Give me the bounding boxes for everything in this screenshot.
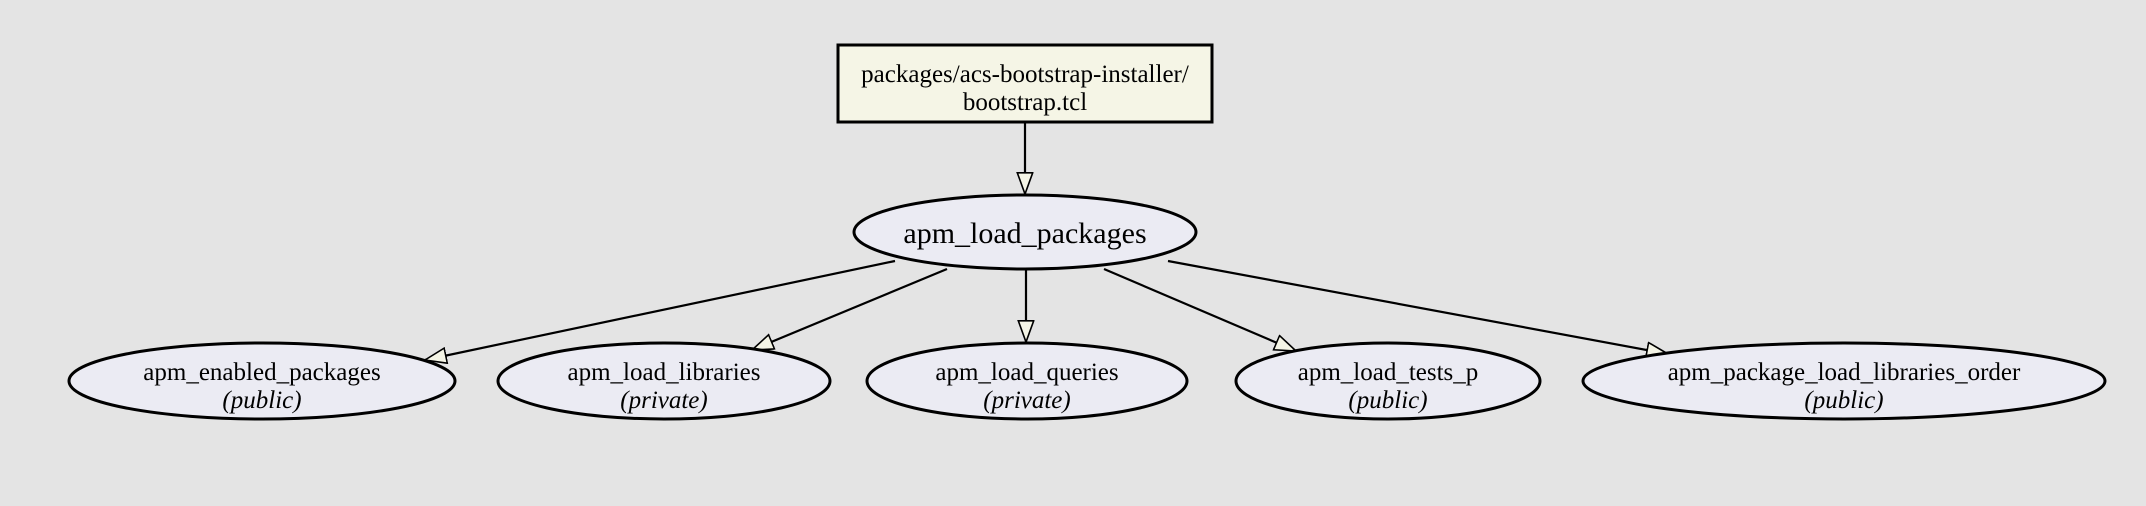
proc-ellipse[interactable] [496,341,832,421]
file-node-label-line2: bootstrap.tcl [963,89,1087,116]
proc-ellipse[interactable] [865,341,1189,421]
proc-ellipse[interactable] [67,341,457,421]
node-apm-load-libraries[interactable]: apm_load_libraries (private) [496,341,832,421]
proc-ellipse[interactable] [1234,341,1542,421]
proc-visibility: (private) [620,387,707,414]
proc-name: apm_load_tests_p [1298,359,1479,386]
edges [425,122,1668,360]
edge-to-apm-load-tests-p [1103,267,1296,353]
proc-name: apm_load_queries [935,359,1118,386]
node-bootstrap-tcl[interactable]: packages/acs-bootstrap-installer/ bootst… [836,43,1214,124]
node-apm-load-packages[interactable]: apm_load_packages [852,193,1198,271]
proc-ellipse[interactable] [1581,341,2107,421]
proc-name: apm_package_load_libraries_order [1668,359,2021,386]
root-proc-ellipse[interactable] [852,193,1198,271]
node-apm-package-load-libraries-order[interactable]: apm_package_load_libraries_order (public… [1581,341,2107,421]
proc-visibility: (public) [1348,387,1427,414]
edge-to-apm-enabled-packages [425,259,896,360]
edge-to-apm-package-load-libraries-order [1167,259,1668,354]
proc-name: apm_enabled_packages [143,359,380,386]
proc-visibility: (private) [983,387,1070,414]
node-apm-load-tests-p[interactable]: apm_load_tests_p (public) [1234,341,1542,421]
proc-name: apm_load_libraries [568,359,761,386]
file-node-label-line1: packages/acs-bootstrap-installer/ [861,61,1189,88]
node-apm-load-queries[interactable]: apm_load_queries (private) [865,341,1189,421]
node-apm-enabled-packages[interactable]: apm_enabled_packages (public) [67,341,457,421]
root-proc-label: apm_load_packages [903,217,1146,250]
file-node-box[interactable] [836,43,1214,124]
proc-visibility: (public) [1804,387,1883,414]
proc-visibility: (public) [222,387,301,414]
edge-to-apm-load-libraries [752,267,948,352]
